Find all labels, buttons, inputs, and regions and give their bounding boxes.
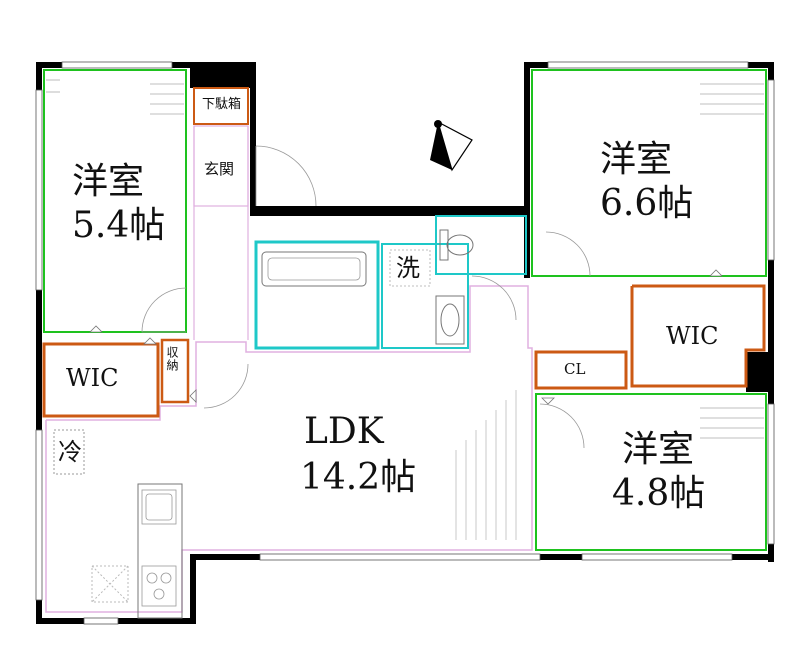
room-size-ldk: 14.2帖	[300, 457, 417, 498]
ldk-hatching	[455, 390, 517, 540]
wic-left	[42, 337, 160, 418]
kitchen-counter	[137, 483, 183, 619]
room-western-right-top	[531, 69, 767, 277]
bathroom	[254, 240, 380, 350]
room-size-western-right-bottom: 4.8帖	[612, 473, 706, 514]
ldk-boundary	[45, 285, 533, 613]
room-size-western-right-top: 6.6帖	[600, 183, 694, 224]
room-name-western-right-top: 洋室	[600, 139, 673, 180]
room-label-wic-left: WIC	[66, 364, 119, 392]
room-label-storage: 収納	[165, 346, 179, 372]
room-label-wic-right: WIC	[666, 322, 719, 350]
storage	[160, 338, 190, 404]
fridge-space	[53, 429, 85, 475]
washroom	[381, 243, 469, 349]
toilet-room	[435, 215, 527, 321]
windows	[35, 61, 775, 625]
wic-right	[630, 284, 766, 388]
room-western-right-bottom	[535, 393, 767, 551]
closet	[534, 350, 628, 390]
room-western-left	[43, 69, 187, 333]
room-label-washroom: 洗	[396, 254, 420, 282]
room-label-entrance: 玄関	[204, 160, 235, 178]
entrance-area	[189, 87, 317, 409]
room-label-fridge: 冷	[58, 438, 82, 466]
north-compass-icon	[430, 120, 473, 172]
room-name-western-right-bottom: 洋室	[622, 429, 695, 470]
room-size-western-left: 5.4帖	[72, 205, 166, 246]
room-name-western-left: 洋室	[72, 161, 145, 202]
fan-box	[91, 565, 129, 603]
room-label-shoe-box: 下駄箱	[202, 97, 242, 112]
room-label-closet: CL	[564, 360, 586, 378]
room-name-ldk: LDK	[304, 411, 384, 452]
